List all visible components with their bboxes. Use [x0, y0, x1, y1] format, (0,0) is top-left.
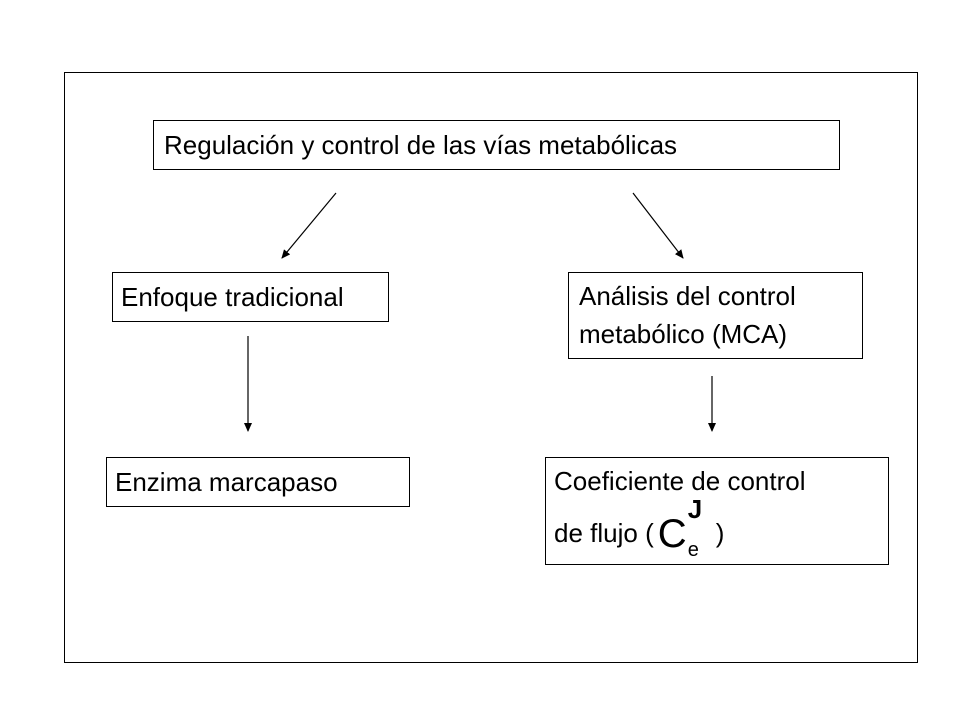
coefficient-subscript: e	[687, 539, 699, 561]
mca-label-line2: metabólico (MCA)	[579, 319, 788, 349]
flux-control-label-line2: de flujo ( C J e )	[554, 496, 888, 560]
flux-control-label-line1: Coeficiente de control	[554, 466, 806, 496]
root-node: Regulación y control de las vías metaból…	[153, 120, 840, 170]
arrow-root-to-traditional	[281, 192, 337, 259]
pacemaker-enzyme-node: Enzima marcapaso	[106, 457, 410, 507]
mca-node: Análisis del control metabólico (MCA)	[568, 272, 863, 359]
traditional-approach-label: Enfoque tradicional	[121, 282, 344, 312]
mca-label-line1: Análisis del control	[579, 281, 796, 311]
root-node-label: Regulación y control de las vías metaból…	[164, 130, 678, 160]
arrow-root-to-mca	[632, 192, 684, 259]
coefficient-symbol: C J e	[657, 496, 714, 560]
diagram-frame	[64, 72, 918, 663]
pacemaker-enzyme-label: Enzima marcapaso	[115, 467, 338, 497]
coefficient-letter: C	[657, 512, 687, 556]
coefficient-superscript: J	[687, 494, 703, 524]
traditional-approach-node: Enfoque tradicional	[112, 272, 389, 322]
flux-control-suffix: )	[715, 518, 725, 548]
flux-control-prefix: de flujo (	[554, 518, 654, 548]
flux-control-coefficient-node: Coeficiente de control de flujo ( C J e …	[545, 457, 889, 565]
